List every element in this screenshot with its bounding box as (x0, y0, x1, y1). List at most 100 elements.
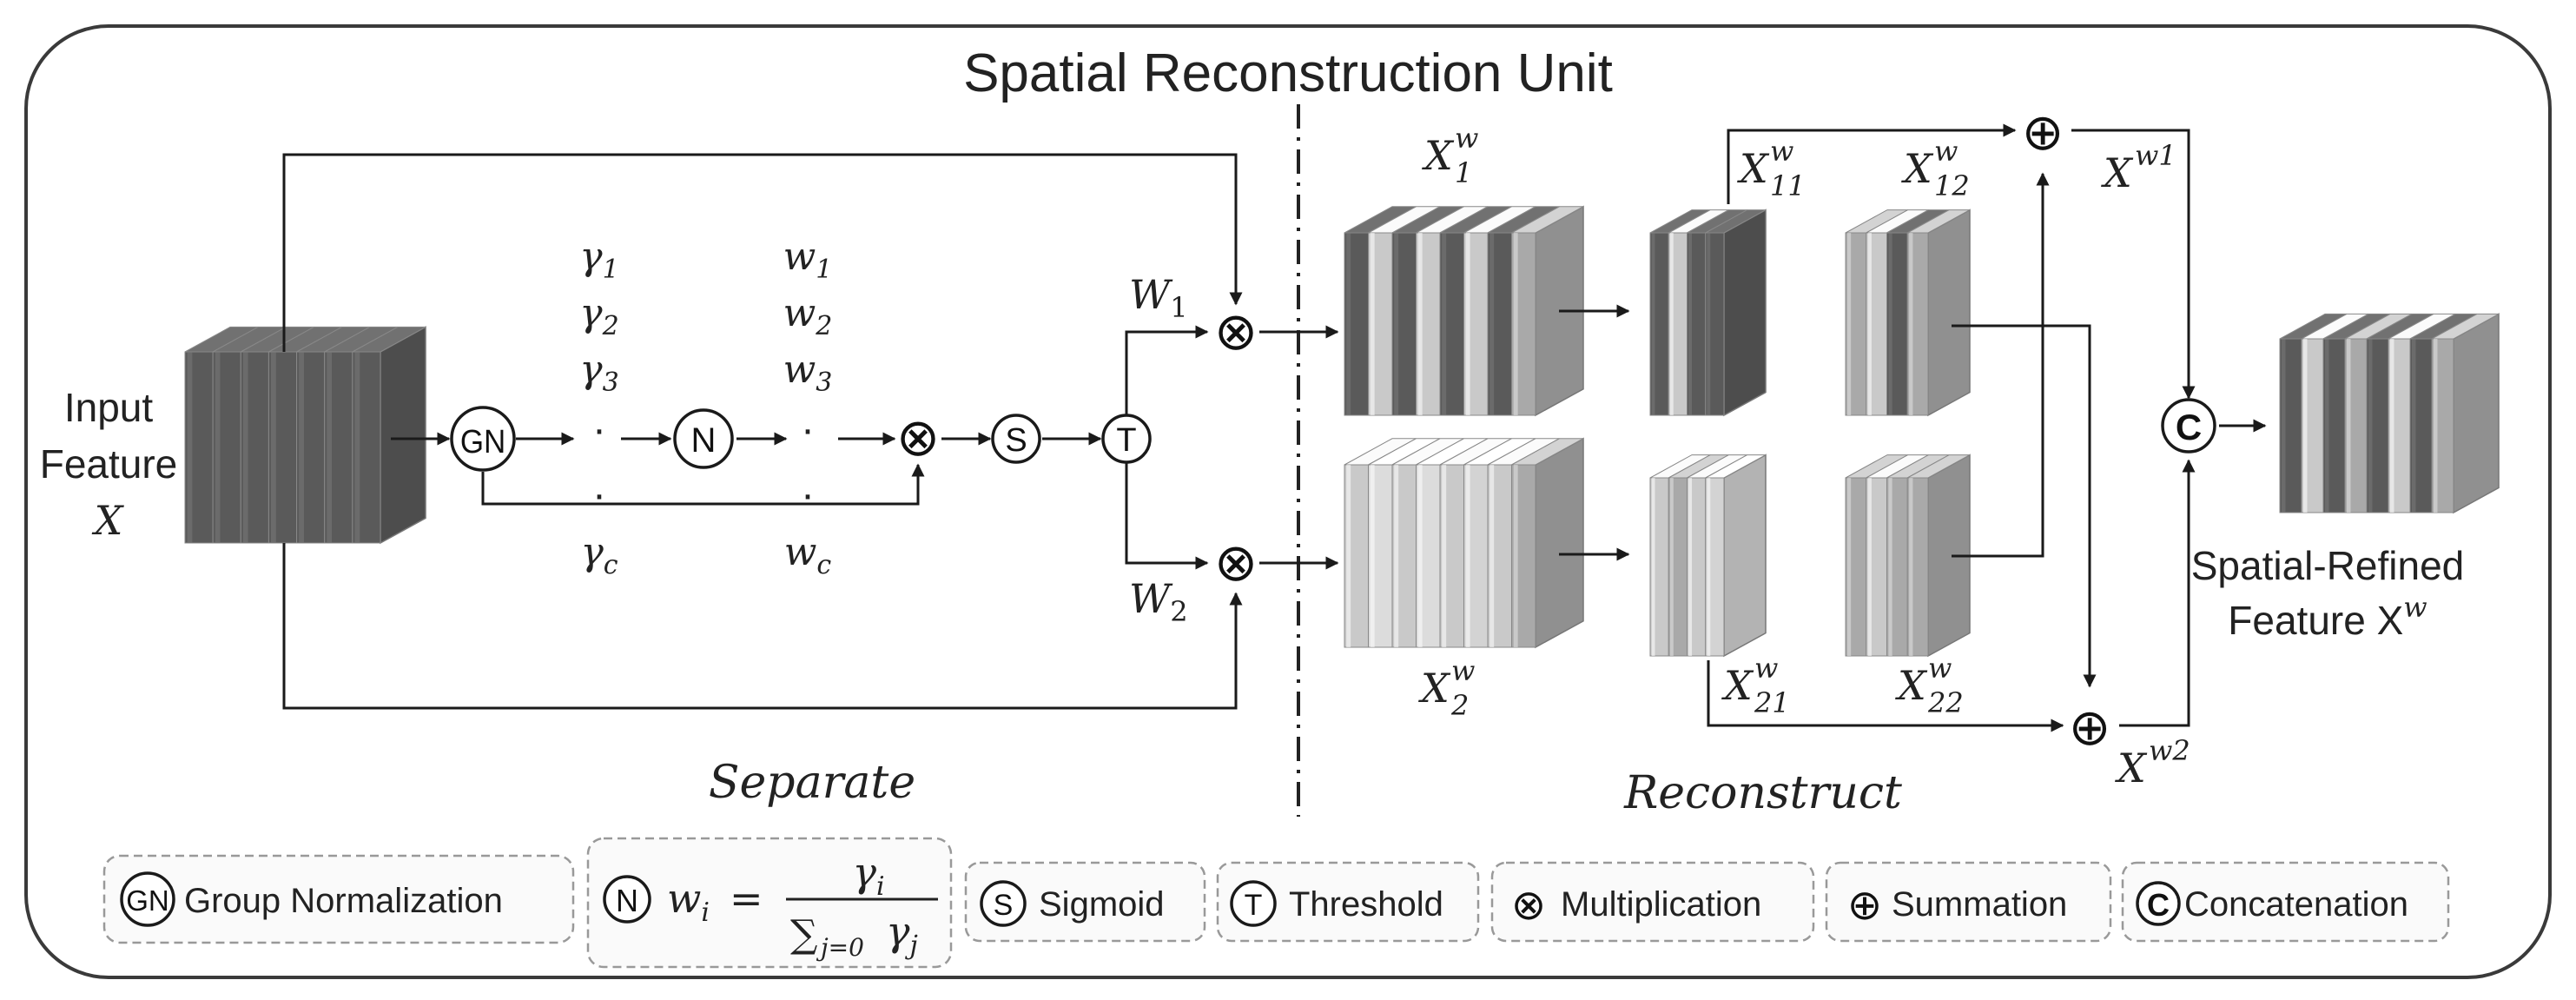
input-label-line1: Input (64, 385, 154, 430)
output-feature-cube (2279, 313, 2500, 514)
svg-text:Threshold: Threshold (1289, 885, 1443, 924)
legend-threshold: T Threshold (1216, 861, 1480, 943)
legend-concatenation: C Concatenation (2121, 861, 2450, 943)
svg-text:N: N (691, 421, 717, 460)
svg-text:X: X (1418, 665, 1451, 712)
gamma-label-1: γ2 (579, 291, 618, 341)
x22-to-sum1 (1952, 172, 2050, 558)
label-x1w: X w 1 (1422, 122, 1478, 189)
w-label-1: w2 (783, 291, 833, 341)
outer-frame (24, 24, 2552, 979)
feature-cubes (184, 205, 2500, 658)
multiply-node-upper: ⊗ (1214, 301, 1258, 362)
svg-text:w: w (1928, 652, 1952, 685)
reconstruct-label: Reconstruct (1623, 767, 1902, 819)
input-bottom-bypass (282, 543, 1243, 710)
s-node: S (991, 414, 1041, 464)
weight-w2: W2 (1129, 575, 1188, 628)
svg-text:⊗: ⊗ (896, 407, 940, 468)
input-feature-label: Input Feature X (40, 385, 178, 544)
svg-text:S: S (1005, 422, 1027, 459)
legend-summation: ⊕ Summation (1825, 861, 2112, 943)
svg-text:∑: ∑ (790, 912, 817, 957)
gamma-label-4: · (592, 472, 606, 518)
w-label-5: wc (784, 530, 832, 580)
svg-text:⊗: ⊗ (1214, 533, 1258, 593)
n-node: N (673, 408, 734, 469)
gamma-label-3: · (592, 407, 606, 453)
w-label-0: w1 (783, 235, 833, 285)
x2-feature-cube (1344, 437, 1584, 649)
t-node: T (1101, 414, 1152, 464)
svg-text:w1: w1 (2135, 139, 2176, 172)
x12-feature-cube (1845, 209, 1971, 417)
svg-text:N: N (616, 883, 638, 918)
svg-text:w: w (1451, 654, 1475, 687)
gamma-label-0: γ1 (579, 235, 618, 285)
svg-text:w2: w2 (2149, 734, 2190, 767)
x21-feature-cube (1649, 454, 1767, 658)
input-feature-cube (184, 326, 426, 545)
svg-text:X: X (1721, 662, 1754, 709)
output-feature-label: Spatial-Refined Feature Xw (2191, 543, 2465, 643)
svg-text:⊗: ⊗ (1214, 301, 1258, 362)
legend-n-formula: N wi = γi ∑ j=0 γj (586, 837, 953, 969)
concat-node: C (2161, 398, 2216, 454)
svg-text:w: w (1770, 135, 1793, 168)
svg-text:X: X (1895, 662, 1928, 709)
sum1-to-concat (2071, 129, 2196, 400)
svg-text:X: X (2101, 149, 2134, 196)
x12-to-sum2 (1952, 324, 2097, 688)
svg-text:12: 12 (1934, 169, 1970, 202)
svg-text:X: X (1737, 145, 1770, 192)
weight-w1: W1 (1129, 271, 1188, 324)
t-to-w1 (1125, 325, 1209, 421)
sum-node-upper: ⊕ (2022, 103, 2064, 162)
svg-text:Summation: Summation (1892, 885, 2067, 924)
label-x22w: X w 22 (1895, 652, 1964, 719)
svg-text:⊗: ⊗ (1511, 881, 1546, 930)
svg-text:w: w (1934, 135, 1958, 168)
x22-feature-cube (1845, 454, 1971, 658)
legend-sigmoid: S Sigmoid (964, 861, 1206, 943)
svg-text:γj: γj (886, 908, 918, 961)
svg-text:X: X (2115, 745, 2148, 791)
w-label-4: · (801, 472, 815, 518)
input-label-line2: Feature (40, 441, 178, 487)
input-top-bypass (282, 153, 1243, 352)
svg-text:C: C (2176, 407, 2202, 447)
svg-text:=: = (730, 875, 763, 922)
svg-text:C: C (2147, 887, 2170, 923)
svg-text:w: w (1455, 122, 1478, 155)
svg-text:γi: γi (852, 849, 884, 902)
svg-text:Concatenation: Concatenation (2184, 885, 2408, 924)
diagram-title: Spatial Reconstruction Unit (963, 43, 1613, 103)
x11-to-sum1 (1727, 123, 2017, 204)
svg-text:Group Normalization: Group Normalization (184, 882, 503, 920)
svg-text:T: T (1116, 422, 1136, 459)
label-x12w: X w 12 (1901, 135, 1970, 202)
svg-text:GN: GN (460, 423, 505, 460)
x11-feature-cube (1649, 209, 1767, 417)
svg-text:T: T (1245, 889, 1263, 922)
svg-text:1: 1 (1455, 156, 1472, 189)
output-label-line2: Feature Xw (2228, 591, 2427, 643)
sum2-to-concat (2119, 459, 2196, 727)
label-xw1: X w1 (2101, 139, 2176, 196)
svg-text:2: 2 (1450, 689, 1469, 722)
label-x2w: X w 2 (1418, 654, 1475, 722)
x1-feature-cube (1344, 205, 1584, 417)
label-x11w: X w 11 (1737, 135, 1806, 202)
svg-text:21: 21 (1754, 686, 1790, 719)
input-label-line3: X (92, 497, 125, 544)
svg-text:Multiplication: Multiplication (1561, 885, 1761, 924)
label-xw2: X w2 (2115, 734, 2190, 791)
gamma-label-5: γc (580, 530, 618, 580)
w-label-2: w3 (783, 348, 833, 398)
separate-label: Separate (709, 757, 915, 809)
label-x21w: X w 21 (1721, 652, 1790, 719)
x21-to-sum2 (1707, 660, 2064, 732)
